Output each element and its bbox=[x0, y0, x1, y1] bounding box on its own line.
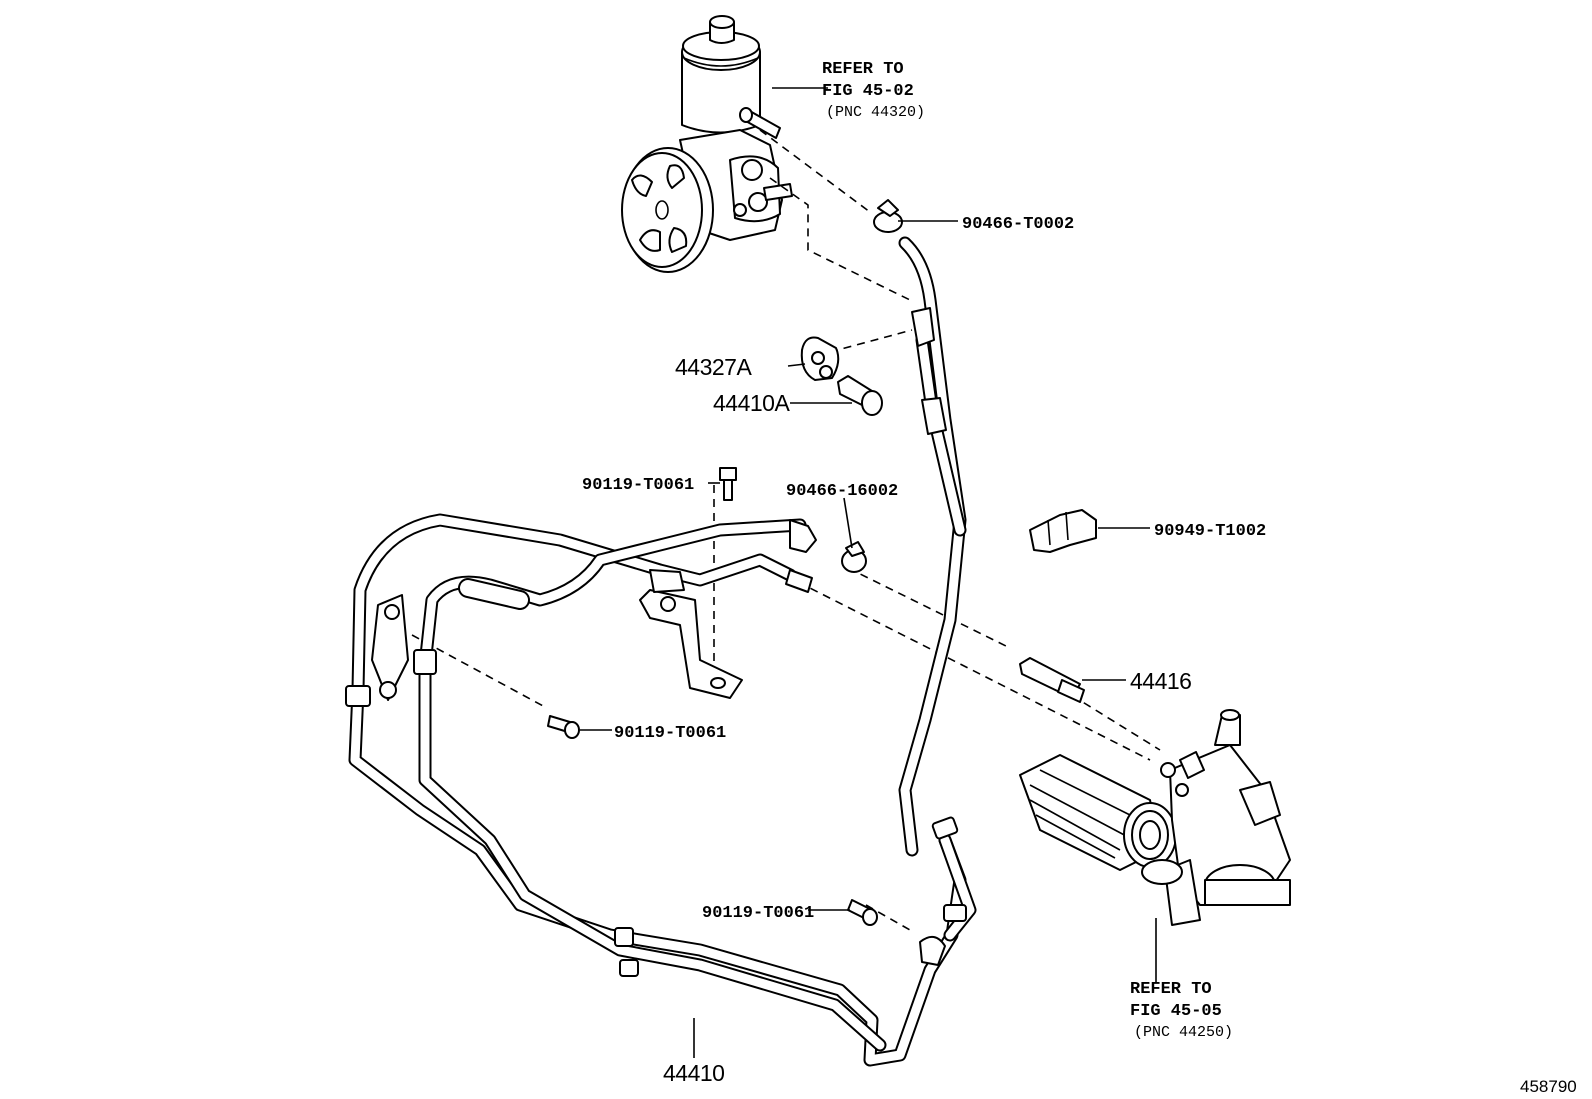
part-number-bolt-lower: 90119-T0061 bbox=[702, 904, 814, 923]
steering-gear-icon bbox=[1019, 709, 1291, 926]
part-number-clamp-top: 90466-T0002 bbox=[962, 215, 1074, 234]
pulley-icon bbox=[621, 147, 714, 273]
power-steering-pump-icon bbox=[621, 15, 793, 273]
diagram-id: 458790 bbox=[1520, 1077, 1577, 1096]
pump-ref-line1: REFER TO bbox=[822, 60, 904, 79]
pressure-tube-icon bbox=[345, 513, 977, 1067]
part-number-bolt-left: 90119-T0061 bbox=[614, 724, 726, 743]
bracket-icon bbox=[639, 569, 743, 699]
gear-reference-callout: REFER TO FIG 45-05 (PNC 44250) bbox=[1130, 980, 1233, 1041]
part-number-clamp-mid: 90466-16002 bbox=[786, 482, 898, 501]
pump-ref-line3: (PNC 44320) bbox=[826, 104, 925, 121]
gasket-icon bbox=[800, 336, 840, 381]
pump-ref-line2: FIG 45-02 bbox=[822, 82, 914, 101]
part-number-gasket: 44327A bbox=[675, 354, 752, 380]
part-number-clip: 90949-T1002 bbox=[1154, 522, 1266, 541]
reservoir-icon bbox=[681, 15, 781, 139]
hose-clamp-icon bbox=[873, 199, 903, 233]
part-number-tube-assy: 44410 bbox=[663, 1060, 724, 1086]
bolt-icon bbox=[719, 467, 737, 501]
union-bolt-icon bbox=[837, 375, 883, 416]
union-fitting-icon bbox=[1019, 657, 1085, 703]
return-hose-icon bbox=[898, 236, 967, 857]
part-number-union-bolt: 44410A bbox=[713, 390, 790, 416]
clip-icon bbox=[1029, 509, 1097, 553]
hose-clamp-icon bbox=[841, 541, 867, 573]
bolt-icon bbox=[547, 715, 580, 739]
gear-ref-line2: FIG 45-05 bbox=[1130, 1002, 1222, 1021]
part-number-bolt-upper: 90119-T0061 bbox=[582, 476, 694, 495]
part-number-union: 44416 bbox=[1130, 668, 1191, 694]
pump-reference-callout: REFER TO FIG 45-02 (PNC 44320) bbox=[822, 60, 925, 121]
bolt-icon bbox=[847, 899, 878, 926]
gear-ref-line1: REFER TO bbox=[1130, 980, 1212, 999]
gear-ref-line3: (PNC 44250) bbox=[1134, 1024, 1233, 1041]
bracket-icon bbox=[371, 594, 409, 701]
